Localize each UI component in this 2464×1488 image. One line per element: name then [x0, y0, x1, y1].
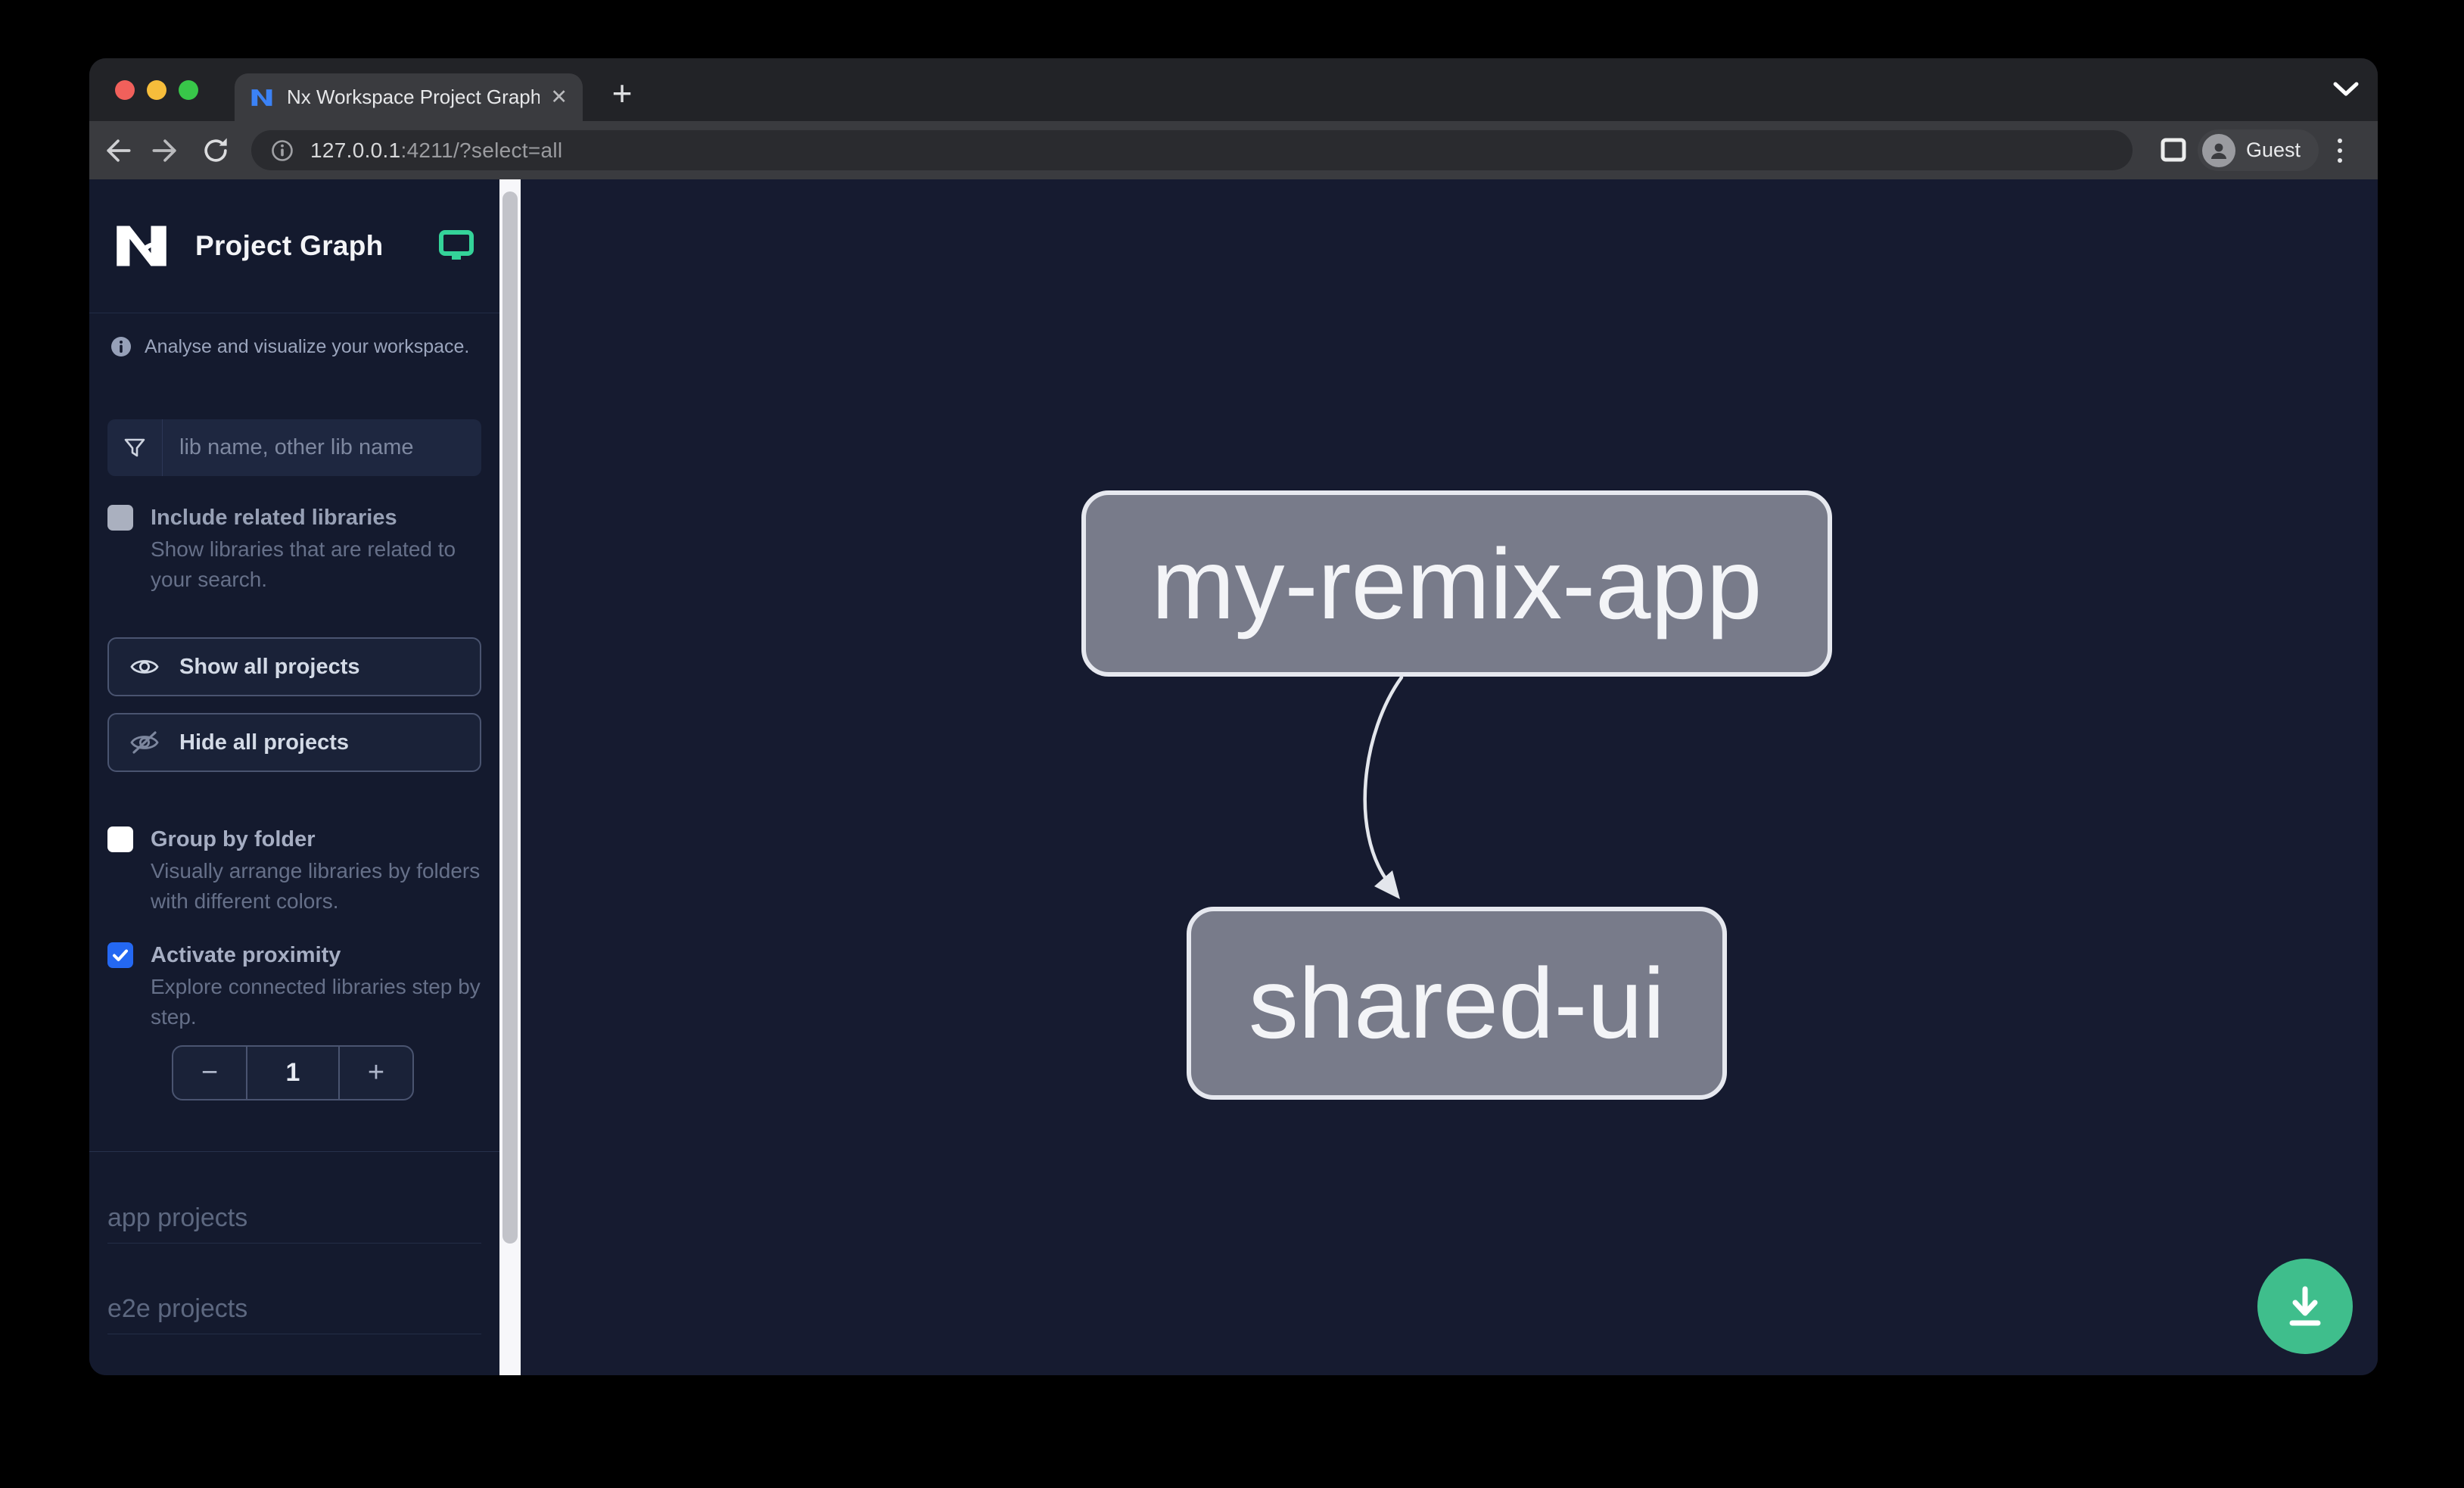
graph-canvas[interactable]: my-remix-app shared-ui: [521, 179, 2378, 1375]
back-arrow-icon: [107, 139, 131, 162]
sidebar: Project Graph Analyse and visualize your…: [89, 179, 499, 1375]
section-e2e-projects[interactable]: e2e projects: [107, 1284, 481, 1334]
eye-icon: [130, 660, 159, 674]
option-description: Show libraries that are related to your …: [151, 537, 456, 591]
stepper-value: 1: [285, 1058, 300, 1087]
nx-logo: [117, 226, 166, 266]
info-icon: [111, 337, 131, 356]
side-panel-button[interactable]: [2158, 135, 2189, 169]
site-info-icon[interactable]: [271, 139, 294, 162]
browser-window: Nx Workspace Project Graph ✕ +: [89, 58, 2378, 1375]
increment-button[interactable]: +: [338, 1047, 412, 1099]
option-label: Include related libraries: [151, 506, 397, 530]
check-icon: [113, 949, 128, 961]
forward-arrow-icon: [152, 139, 176, 162]
edge-my-remix-app-to-shared-ui: [1363, 675, 1404, 899]
node-label: my-remix-app: [1151, 528, 1762, 640]
url-text: 127.0.0.1:4211/?select=all: [310, 139, 562, 163]
sidebar-scrollbar[interactable]: [499, 179, 521, 1375]
side-panel-icon: [2161, 138, 2186, 162]
url-bar[interactable]: 127.0.0.1:4211/?select=all: [251, 130, 2133, 170]
tab-close-icon[interactable]: ✕: [550, 86, 568, 108]
sidebar-header: Project Graph: [89, 179, 499, 313]
profile-label: Guest: [2245, 139, 2301, 161]
node-label: shared-ui: [1248, 948, 1666, 1059]
tagline-text: Analyse and visualize your workspace.: [145, 335, 470, 357]
include-related-checkbox[interactable]: [107, 505, 133, 531]
url-suffix: :4211/?select=all: [400, 138, 563, 162]
forward-button[interactable]: [142, 121, 188, 179]
option-include-related: Include related libraries Show libraries…: [107, 503, 485, 595]
option-group-by-folder: Group by folder Visually arrange librari…: [107, 824, 485, 917]
tagline: Analyse and visualize your workspace.: [110, 329, 487, 364]
proximity-stepper: − 1 +: [172, 1045, 414, 1100]
download-graph-button[interactable]: [2257, 1259, 2353, 1354]
eye-off-icon: [130, 731, 159, 754]
filter-input[interactable]: [163, 419, 481, 476]
project-node-shared-ui[interactable]: shared-ui: [1187, 907, 1727, 1100]
option-activate-proximity: Activate proximity Explore connected lib…: [107, 940, 485, 1032]
reload-icon: [204, 138, 227, 162]
back-button[interactable]: [95, 121, 141, 179]
option-description: Explore connected libraries step by step…: [151, 975, 481, 1029]
zoom-window-button[interactable]: [179, 80, 198, 100]
filter-box: [107, 419, 481, 476]
avatar: [2201, 133, 2235, 167]
profile-button[interactable]: Guest: [2197, 129, 2319, 171]
decrement-button[interactable]: −: [173, 1047, 247, 1099]
close-window-button[interactable]: [115, 80, 135, 100]
tab-nx-workspace[interactable]: Nx Workspace Project Graph ✕: [235, 73, 583, 121]
section-app-projects[interactable]: app projects: [107, 1194, 481, 1244]
minimize-window-button[interactable]: [147, 80, 166, 100]
reload-button[interactable]: [193, 121, 238, 179]
option-label: Activate proximity: [151, 943, 341, 967]
hide-all-projects-button[interactable]: Hide all projects: [107, 713, 481, 772]
tab-strip: Nx Workspace Project Graph ✕ +: [89, 58, 2378, 121]
option-description: Visually arrange libraries by folders wi…: [151, 859, 481, 913]
group-by-folder-checkbox[interactable]: [107, 826, 133, 852]
new-tab-button[interactable]: +: [611, 73, 633, 113]
sidebar-divider: [89, 1151, 499, 1152]
tab-title: Nx Workspace Project Graph: [287, 86, 540, 108]
browser-toolbar: 127.0.0.1:4211/?select=all Guest: [89, 121, 2378, 179]
app-content: Project Graph Analyse and visualize your…: [89, 179, 2378, 1375]
scrollbar-thumb[interactable]: [502, 191, 518, 1244]
monitor-icon[interactable]: [439, 229, 474, 263]
filter-funnel-icon: [107, 419, 163, 476]
nx-favicon-icon: [251, 89, 272, 106]
traffic-lights: [115, 80, 198, 100]
app-title: Project Graph: [195, 230, 384, 261]
show-all-label: Show all projects: [179, 654, 360, 679]
browser-menu-button[interactable]: [2323, 134, 2357, 167]
activate-proximity-checkbox[interactable]: [107, 942, 133, 968]
download-icon: [2289, 1286, 2321, 1326]
hide-all-label: Hide all projects: [179, 730, 350, 755]
person-icon: [2210, 143, 2226, 159]
option-label: Group by folder: [151, 827, 316, 851]
url-host: 127.0.0.1: [310, 138, 401, 162]
project-node-my-remix-app[interactable]: my-remix-app: [1081, 490, 1832, 677]
show-all-projects-button[interactable]: Show all projects: [107, 637, 481, 696]
chevron-down-icon[interactable]: [2332, 81, 2360, 98]
